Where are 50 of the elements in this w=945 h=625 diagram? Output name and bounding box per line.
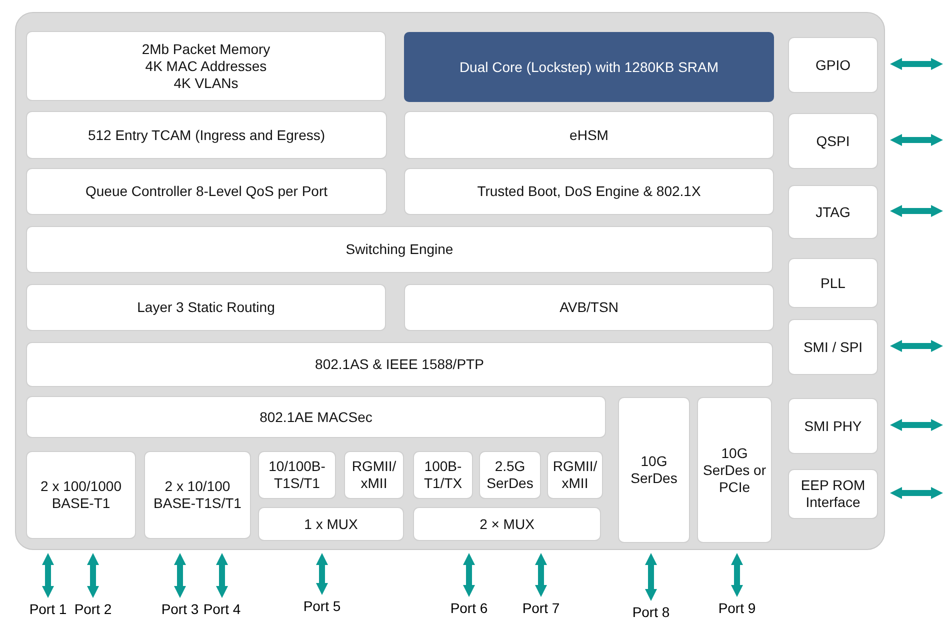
double-arrow	[645, 553, 657, 601]
block-box: 2 x 100/1000 BASE-T1	[26, 451, 136, 539]
double-arrow	[316, 553, 328, 595]
double-arrow	[174, 553, 186, 598]
block-box: 2.5G SerDes	[479, 451, 541, 499]
block-box: 10G SerDes	[618, 397, 690, 543]
double-arrow	[890, 340, 943, 352]
port-label: Port 8	[626, 604, 676, 622]
block-box: GPIO	[788, 37, 878, 93]
double-arrow	[535, 553, 547, 597]
block-box: EEP ROM Interface	[788, 469, 878, 519]
block-box: 100B-T1/TX	[413, 451, 473, 499]
double-arrow	[890, 134, 943, 146]
block-box: 10/100B-T1S/T1	[258, 451, 336, 499]
chip-background	[15, 12, 885, 550]
block-box: 2Mb Packet Memory 4K MAC Addresses 4K VLANs	[26, 31, 386, 101]
port-label: Port 6	[444, 600, 494, 618]
block-box: 802.1AE MACSec	[26, 396, 606, 438]
double-arrow	[731, 553, 743, 597]
double-arrow	[890, 487, 943, 499]
block-box: Layer 3 Static Routing	[26, 284, 386, 331]
double-arrow	[216, 553, 228, 598]
block-box: PLL	[788, 258, 878, 308]
double-arrow	[463, 553, 475, 597]
port-label: Port 9	[712, 600, 762, 618]
block-box: 1 x MUX	[258, 507, 404, 541]
block-box: Queue Controller 8-Level QoS per Port	[26, 168, 387, 215]
port-label: Port 5	[297, 598, 347, 616]
block-box: RGMII/ xMII	[344, 451, 404, 499]
processor-box: Dual Core (Lockstep) with 1280KB SRAM	[404, 32, 774, 102]
double-arrow	[42, 553, 54, 598]
block-box: 2 × MUX	[413, 507, 601, 541]
port-label: Port 7	[516, 600, 566, 618]
block-box: Trusted Boot, DoS Engine & 802.1X	[404, 168, 774, 215]
double-arrow	[890, 58, 943, 70]
block-box: JTAG	[788, 185, 878, 239]
double-arrow	[890, 419, 943, 431]
block-box: 2 x 10/100 BASE-T1S/T1	[144, 451, 251, 539]
block-box: SMI PHY	[788, 398, 878, 454]
block-box: QSPI	[788, 113, 878, 169]
block-box: eHSM	[404, 111, 774, 159]
block-box: SMI / SPI	[788, 319, 878, 375]
block-box: 10G SerDes or PCIe	[697, 397, 772, 543]
block-box: Switching Engine	[26, 226, 773, 273]
block-box: RGMII/ xMII	[547, 451, 603, 499]
double-arrow	[890, 205, 943, 217]
block-box: 802.1AS & IEEE 1588/PTP	[26, 342, 773, 387]
double-arrow	[87, 553, 99, 598]
block-box: AVB/TSN	[404, 284, 774, 331]
block-box: 512 Entry TCAM (Ingress and Egress)	[26, 111, 387, 159]
